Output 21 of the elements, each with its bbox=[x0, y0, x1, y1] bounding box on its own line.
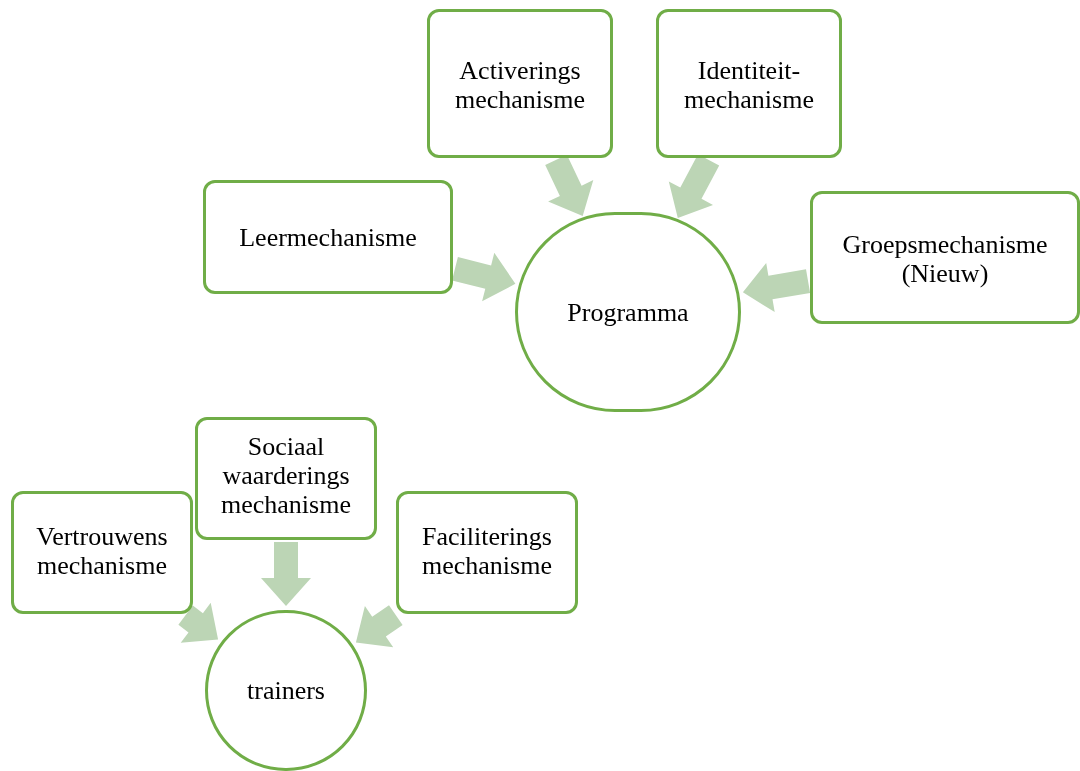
node-label: Activerings mechanisme bbox=[454, 56, 586, 114]
mechanism-box bbox=[396, 491, 578, 614]
node-label: Vertrouwens mechanisme bbox=[35, 522, 169, 580]
mechanism-box bbox=[203, 180, 453, 294]
block-arrow bbox=[742, 262, 811, 313]
mechanism-box bbox=[11, 491, 193, 614]
mechanism-box bbox=[656, 9, 842, 158]
node-label: trainers bbox=[246, 676, 326, 705]
node-label: Faciliterings mechanisme bbox=[421, 522, 553, 580]
block-arrow bbox=[261, 542, 311, 606]
mechanism-box bbox=[810, 191, 1080, 324]
node-label: Sociaal waarderings mechanisme bbox=[220, 432, 352, 519]
mechanism-box bbox=[195, 417, 377, 540]
node-label: Groepsmechanisme (Nieuw) bbox=[841, 230, 1049, 288]
node-label: Leermechanisme bbox=[238, 223, 418, 252]
node-label: Identiteit-mechanisme bbox=[683, 56, 815, 114]
block-arrow bbox=[178, 602, 219, 643]
block-arrow bbox=[355, 605, 403, 648]
block-arrow bbox=[452, 252, 516, 302]
node-label: Programma bbox=[566, 297, 690, 327]
mechanism-box bbox=[427, 9, 613, 158]
